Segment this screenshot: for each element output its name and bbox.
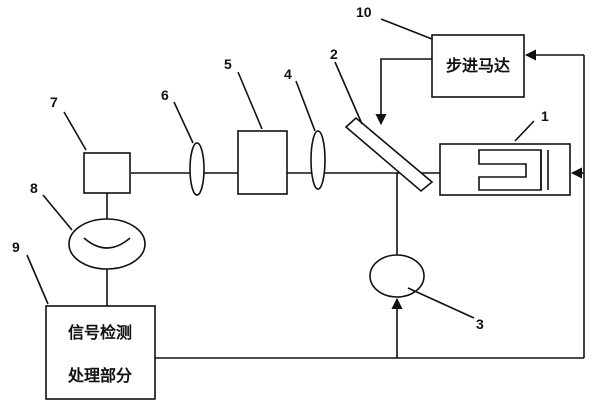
leader-4 (295, 80, 316, 132)
detector-3 (369, 254, 425, 298)
sample-cell-1 (439, 143, 571, 196)
stepper-motor-box-10 (431, 34, 525, 98)
lens-4 (310, 130, 326, 190)
label-3: 3 (476, 316, 484, 332)
signal-unit-box-9 (45, 305, 156, 400)
motor-to-mirror-line (375, 58, 432, 126)
label-8: 8 (30, 180, 38, 196)
label-1: 1 (541, 108, 549, 124)
label-10: 10 (356, 4, 372, 20)
detector-8 (68, 218, 146, 270)
mirror-2 (344, 116, 434, 193)
leader-8 (42, 194, 73, 231)
sample-cell-inner-shape (478, 149, 542, 191)
filter-box-5 (237, 130, 288, 195)
label-9: 9 (12, 239, 20, 255)
lens-6 (189, 142, 205, 196)
label-2: 2 (330, 46, 338, 62)
leader-9 (26, 254, 49, 305)
leader-3 (407, 287, 475, 319)
label-5: 5 (224, 56, 232, 72)
leader-2 (334, 61, 363, 125)
small-box-7 (83, 152, 131, 194)
detector-8-arc (83, 237, 131, 249)
signal-unit-line-1: 信号检测 (68, 323, 132, 342)
leader-5 (237, 71, 263, 130)
leader-10 (380, 18, 433, 40)
label-6: 6 (161, 87, 169, 103)
leader-6 (173, 101, 194, 144)
leader-7 (63, 111, 87, 151)
label-7: 7 (50, 94, 58, 110)
leader-1 (514, 120, 535, 142)
label-4: 4 (284, 66, 292, 82)
signal-unit-line-2: 处理部分 (67, 366, 132, 385)
stepper-motor-text: 步进马达 (446, 56, 510, 75)
